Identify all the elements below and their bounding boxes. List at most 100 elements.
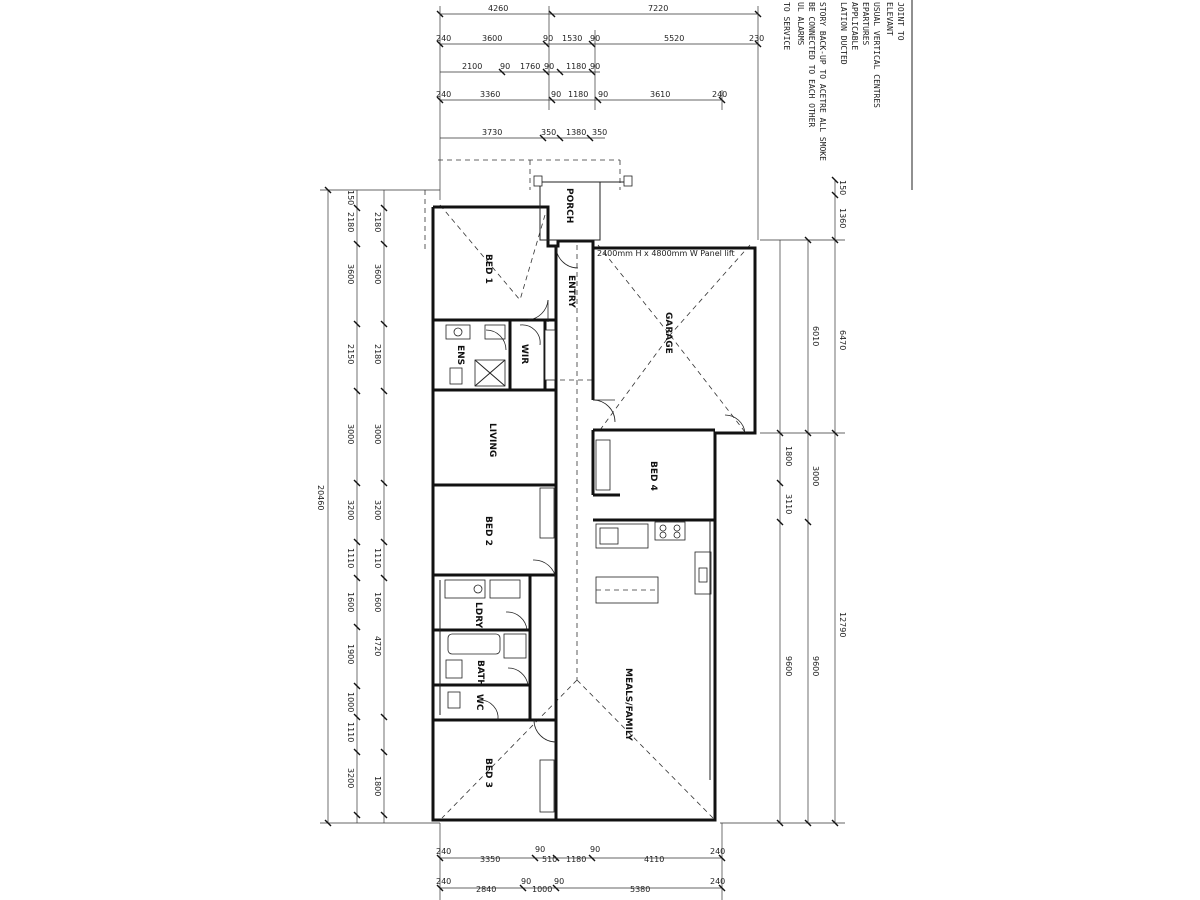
- dim-left-inner: 2180: [373, 344, 382, 364]
- room-label-bed4: BED 4: [648, 461, 658, 491]
- dim-top-1: 7220: [648, 4, 668, 13]
- dim-bottom-1: 240: [710, 847, 725, 856]
- dim-bottom-1: 90: [535, 845, 545, 854]
- dim-bottom-1: 510: [542, 855, 557, 864]
- note-line: JOINT TO: [896, 2, 905, 41]
- room-label-bed1: BED 1: [483, 254, 493, 284]
- dim-right-outer: 6470: [838, 330, 847, 350]
- roof-outline: [424, 159, 751, 819]
- dim-top-2: 240: [436, 34, 451, 43]
- dim-left-inner: 1600: [373, 592, 382, 612]
- dim-top-2: 3600: [482, 34, 502, 43]
- doors: [479, 245, 746, 743]
- room-labels: BED 1 ENTRY PORCH GARAGE ENS WIR LIVING …: [455, 188, 735, 788]
- dim-bottom-2: 240: [710, 877, 725, 886]
- bottom-dimensions: 240 3350 90 510 1180 90 4110 240 240 284…: [436, 823, 726, 900]
- room-label-garage: GARAGE: [663, 312, 673, 354]
- right-dimensions: 150 1360 6470 12790 6010 3000 9600 1800 …: [720, 176, 847, 827]
- note-line: USUAL VERTICAL CENTRES: [872, 2, 881, 108]
- dim-bottom-1: 90: [590, 845, 600, 854]
- note-line: EPARTURES: [861, 2, 870, 46]
- dim-left-outer: 3000: [346, 424, 355, 444]
- dim-bottom-2: 240: [436, 877, 451, 886]
- dim-top-1: 4260: [488, 4, 508, 13]
- dim-top-4: 3360: [480, 90, 500, 99]
- dim-left-outer: 3200: [346, 768, 355, 788]
- garage-door-note: 2400mm H x 4800mm W Panel lift: [597, 249, 735, 258]
- dim-bottom-1: 1180: [566, 855, 586, 864]
- dim-left-inner: 3200: [373, 500, 382, 520]
- notes-block: JOINT TO ELEVANT USUAL VERTICAL CENTRES …: [782, 0, 913, 190]
- dim-top-4: 3610: [650, 90, 670, 99]
- dim-left-outer: 1900: [346, 644, 355, 664]
- note-line: APPLICABLE: [850, 2, 859, 50]
- dim-top-3: 90: [500, 62, 510, 71]
- dim-left-outer: 3200: [346, 500, 355, 520]
- top-dimensions: 4260 7220 240 3600 90 1530 90 5520 230 2…: [436, 4, 764, 240]
- dim-bottom-1: 4110: [644, 855, 664, 864]
- dim-left-outer: 1110: [346, 722, 355, 742]
- dim-left-inner: 3600: [373, 264, 382, 284]
- dim-left-outer: 150: [346, 190, 355, 205]
- dim-left-outer: 2180: [346, 212, 355, 232]
- dim-left-outer: 3600: [346, 264, 355, 284]
- dim-top-2: 5520: [664, 34, 684, 43]
- bathtub: [447, 633, 501, 655]
- dim-right-inner: 9600: [811, 656, 820, 676]
- note-line: LATION DUCTED: [839, 2, 848, 65]
- room-label-wir: WIR: [519, 344, 529, 364]
- dim-left-outer: 1000: [346, 692, 355, 712]
- dim-bottom-2: 1000: [532, 885, 552, 894]
- dim-top-4: 240: [436, 90, 451, 99]
- dim-top-2: 90: [543, 34, 553, 43]
- note-line: TO SERVICE: [782, 2, 791, 50]
- dim-top-4: 240: [712, 90, 727, 99]
- dim-right-sub: 1800: [784, 446, 793, 466]
- dim-bottom-2: 5380: [630, 885, 650, 894]
- toilet: [449, 367, 463, 385]
- dim-top-5: 350: [541, 128, 556, 137]
- note-line: UL ALARMS: [796, 2, 805, 46]
- note-line: BE CONNECTED TO EACH OTHER: [807, 2, 816, 127]
- room-label-bed2: BED 2: [483, 516, 493, 546]
- dim-left-inner: 3000: [373, 424, 382, 444]
- cooktop: [654, 521, 686, 541]
- room-label-ldry: LDRY: [473, 602, 483, 629]
- room-label-wc: WC: [474, 694, 484, 711]
- dim-left-outer: 1600: [346, 592, 355, 612]
- left-dimensions: 20460 150 2180 3600 2150 3000 3200 1110 …: [316, 186, 440, 827]
- walls: [431, 175, 757, 822]
- dim-left-outer: 1110: [346, 548, 355, 568]
- right-ticks: [776, 176, 839, 827]
- dim-left-overall: 20460: [316, 485, 325, 510]
- dim-left-inner: 2180: [373, 212, 382, 232]
- dim-top-5: 3730: [482, 128, 502, 137]
- room-label-bed3: BED 3: [483, 758, 493, 788]
- dim-right-sub: 3110: [784, 494, 793, 514]
- dim-bottom-2: 2840: [476, 885, 496, 894]
- dim-top-4: 90: [598, 90, 608, 99]
- dim-right-sub: 9600: [784, 656, 793, 676]
- dim-top-3: 1180: [566, 62, 586, 71]
- dim-top-5: 350: [592, 128, 607, 137]
- dim-top-3: 2100: [462, 62, 482, 71]
- dim-left-inner: 1800: [373, 776, 382, 796]
- dim-right-outer: 1360: [838, 208, 847, 228]
- room-label-meals-family: MEALS/FAMILY: [623, 668, 633, 741]
- dim-bottom-1: 240: [436, 847, 451, 856]
- left-ticks: [324, 186, 388, 827]
- dim-bottom-1: 3350: [480, 855, 500, 864]
- room-label-entry: ENTRY: [566, 275, 576, 308]
- dim-right-outer: 12790: [838, 612, 847, 637]
- dim-top-5: 1380: [566, 128, 586, 137]
- dim-top-2: 230: [749, 34, 764, 43]
- dim-right-inner: 6010: [811, 326, 820, 346]
- note-line: ELEVANT: [885, 2, 894, 36]
- dim-top-4: 1180: [568, 90, 588, 99]
- dim-right-inner: 3000: [811, 466, 820, 486]
- dim-top-2: 1530: [562, 34, 582, 43]
- dim-left-outer: 2150: [346, 344, 355, 364]
- dim-bottom-2: 90: [521, 877, 531, 886]
- dim-right-outer: 150: [838, 180, 847, 195]
